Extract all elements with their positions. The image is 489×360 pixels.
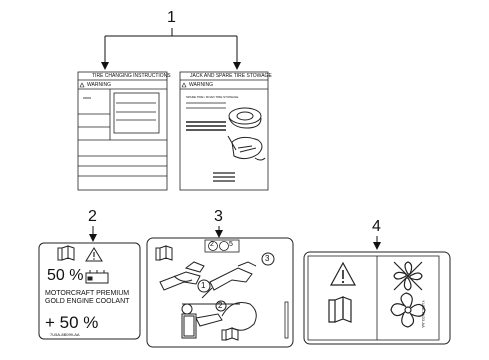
step-header-a-circle [208, 241, 218, 251]
fan-label-outer-frame [303, 251, 451, 345]
step-3-circle [261, 252, 275, 266]
tire-label-header: TIRE CHANGING INSTRUCTIONS [92, 73, 171, 79]
arrow-head-1b [233, 62, 241, 70]
jack-stowage-label [179, 71, 269, 191]
step-header-a: 2 [210, 241, 214, 248]
book-icon [57, 245, 75, 261]
coolant-part-no: 7U5A-8B099-AA [50, 332, 80, 337]
fan-label-inner-frame [307, 255, 440, 341]
no-fan-icon [393, 261, 423, 291]
callout-3: 3 [214, 208, 223, 225]
step-3-label: 3 [265, 254, 270, 263]
jack-label-header: JACK AND SPARE TIRE STOWAGE [190, 73, 272, 79]
step-2-circle [215, 300, 227, 312]
arrow-head-1a [101, 62, 109, 70]
step-2-label: 2 [218, 301, 223, 310]
step-1-label: 1 [201, 281, 206, 290]
jack-label-scale [284, 301, 289, 339]
book-icon [221, 327, 239, 341]
step-1b-circle [181, 303, 193, 315]
arrow-head-3 [215, 230, 223, 238]
tire-label-warning: WARNING [87, 82, 111, 88]
book-icon [155, 245, 173, 261]
step-header-box [204, 239, 240, 253]
warning-triangle-icon [79, 82, 85, 88]
jack-use-label-frame [146, 237, 294, 348]
step-1-circle [197, 279, 211, 293]
callout-2: 2 [88, 208, 97, 225]
arrow-head-2 [89, 234, 97, 242]
callout-1-leader [104, 28, 238, 64]
jack-icon [159, 261, 257, 299]
warning-triangle-icon [85, 247, 103, 262]
arrow-head-4 [373, 242, 381, 250]
coolant-top-percent: 50 % [47, 267, 84, 284]
warning-triangle-icon [329, 261, 357, 286]
coolant-line-2: GOLD ENGINE COOLANT [45, 298, 130, 305]
callout-1: 1 [167, 9, 176, 26]
coolant-reservoir-icon [85, 270, 109, 284]
coolant-line-1: MOTORCRAFT PREMIUM [45, 290, 130, 297]
step-header-b-circle [219, 241, 229, 251]
jack-label-subheader: SPARE TIRE / ROAD TIRE STOWAGE [186, 95, 239, 99]
jack-tool-drawing [181, 302, 257, 339]
jack-label-warning: WARNING [189, 82, 213, 88]
spare-tire-drawing [227, 107, 266, 161]
callout-4: 4 [372, 218, 381, 235]
book-icon [328, 296, 352, 323]
coolant-bottom-percent: + 50 % [45, 313, 99, 332]
step-header-b: 5 [229, 241, 233, 248]
fan-label-part-no: YU5A-8K03-AA [421, 300, 426, 328]
fan-icon [390, 292, 426, 328]
warning-triangle-icon [181, 82, 187, 88]
coolant-label-frame [38, 242, 141, 340]
tire-changing-label [77, 71, 168, 191]
